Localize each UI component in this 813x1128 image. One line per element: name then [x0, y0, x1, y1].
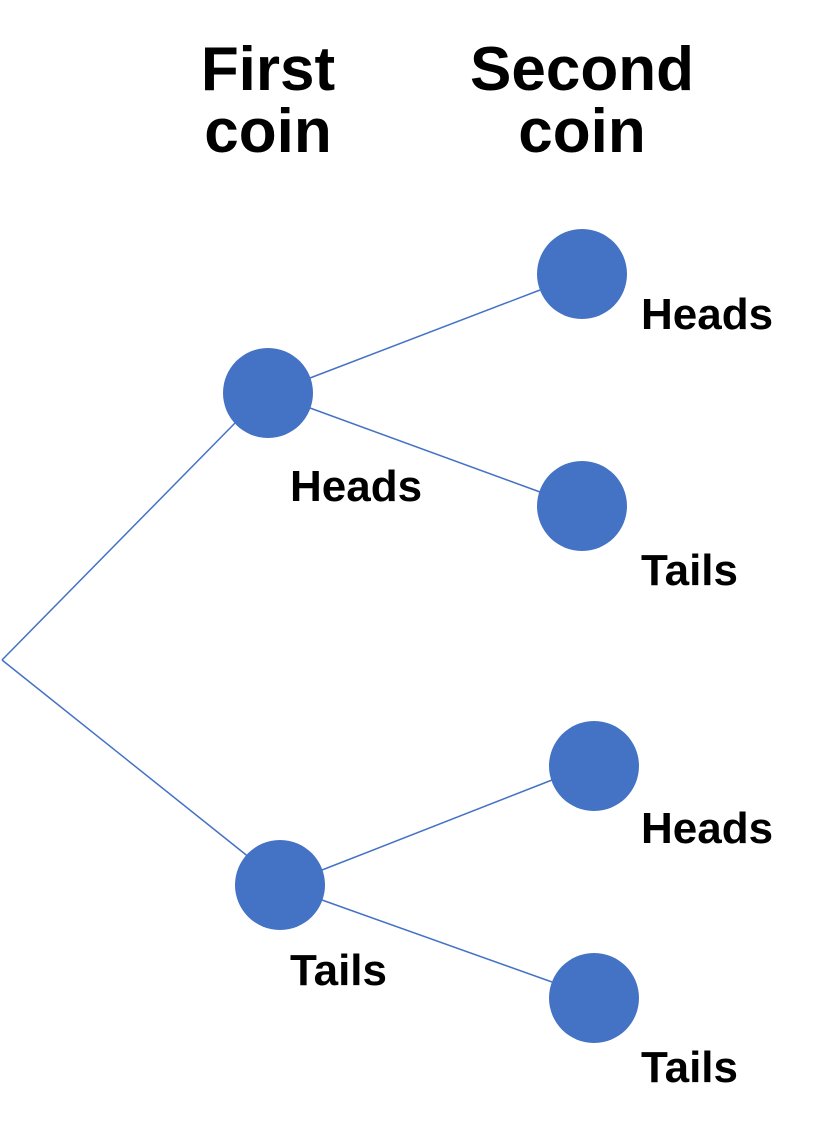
header-first-coin-line1: First: [200, 35, 336, 104]
branch-heads-to-tails: [309, 407, 541, 493]
header-second-coin-line2: coin: [518, 97, 646, 166]
node-first-heads: [223, 348, 313, 438]
node-second-tails-b: [549, 953, 639, 1043]
header-second-coin: Second coin: [452, 39, 712, 163]
label-second-heads-a: Heads: [641, 290, 774, 339]
label-first-tails: Tails: [290, 946, 388, 995]
node-first-tails: [235, 840, 325, 930]
header-first-coin: First coin: [168, 39, 368, 163]
node-second-tails-a: [537, 461, 627, 551]
label-first-heads: Heads: [290, 462, 423, 511]
label-second-tails-b: Tails: [641, 1043, 739, 1092]
nodes: [223, 229, 639, 1043]
node-second-heads-b: [549, 721, 639, 811]
branches: [1, 289, 553, 983]
node-second-heads-a: [537, 229, 627, 319]
branch-heads-to-heads: [309, 289, 541, 379]
branch-tails-to-tails: [321, 899, 553, 983]
branch-root-to-heads: [1, 421, 237, 661]
branch-root-to-tails: [1, 659, 251, 859]
label-second-heads-b: Heads: [641, 804, 774, 853]
header-first-coin-line2: coin: [204, 97, 332, 166]
header-second-coin-line1: Second: [470, 35, 694, 104]
branch-tails-to-heads: [321, 779, 553, 871]
label-second-tails-a: Tails: [641, 546, 739, 595]
